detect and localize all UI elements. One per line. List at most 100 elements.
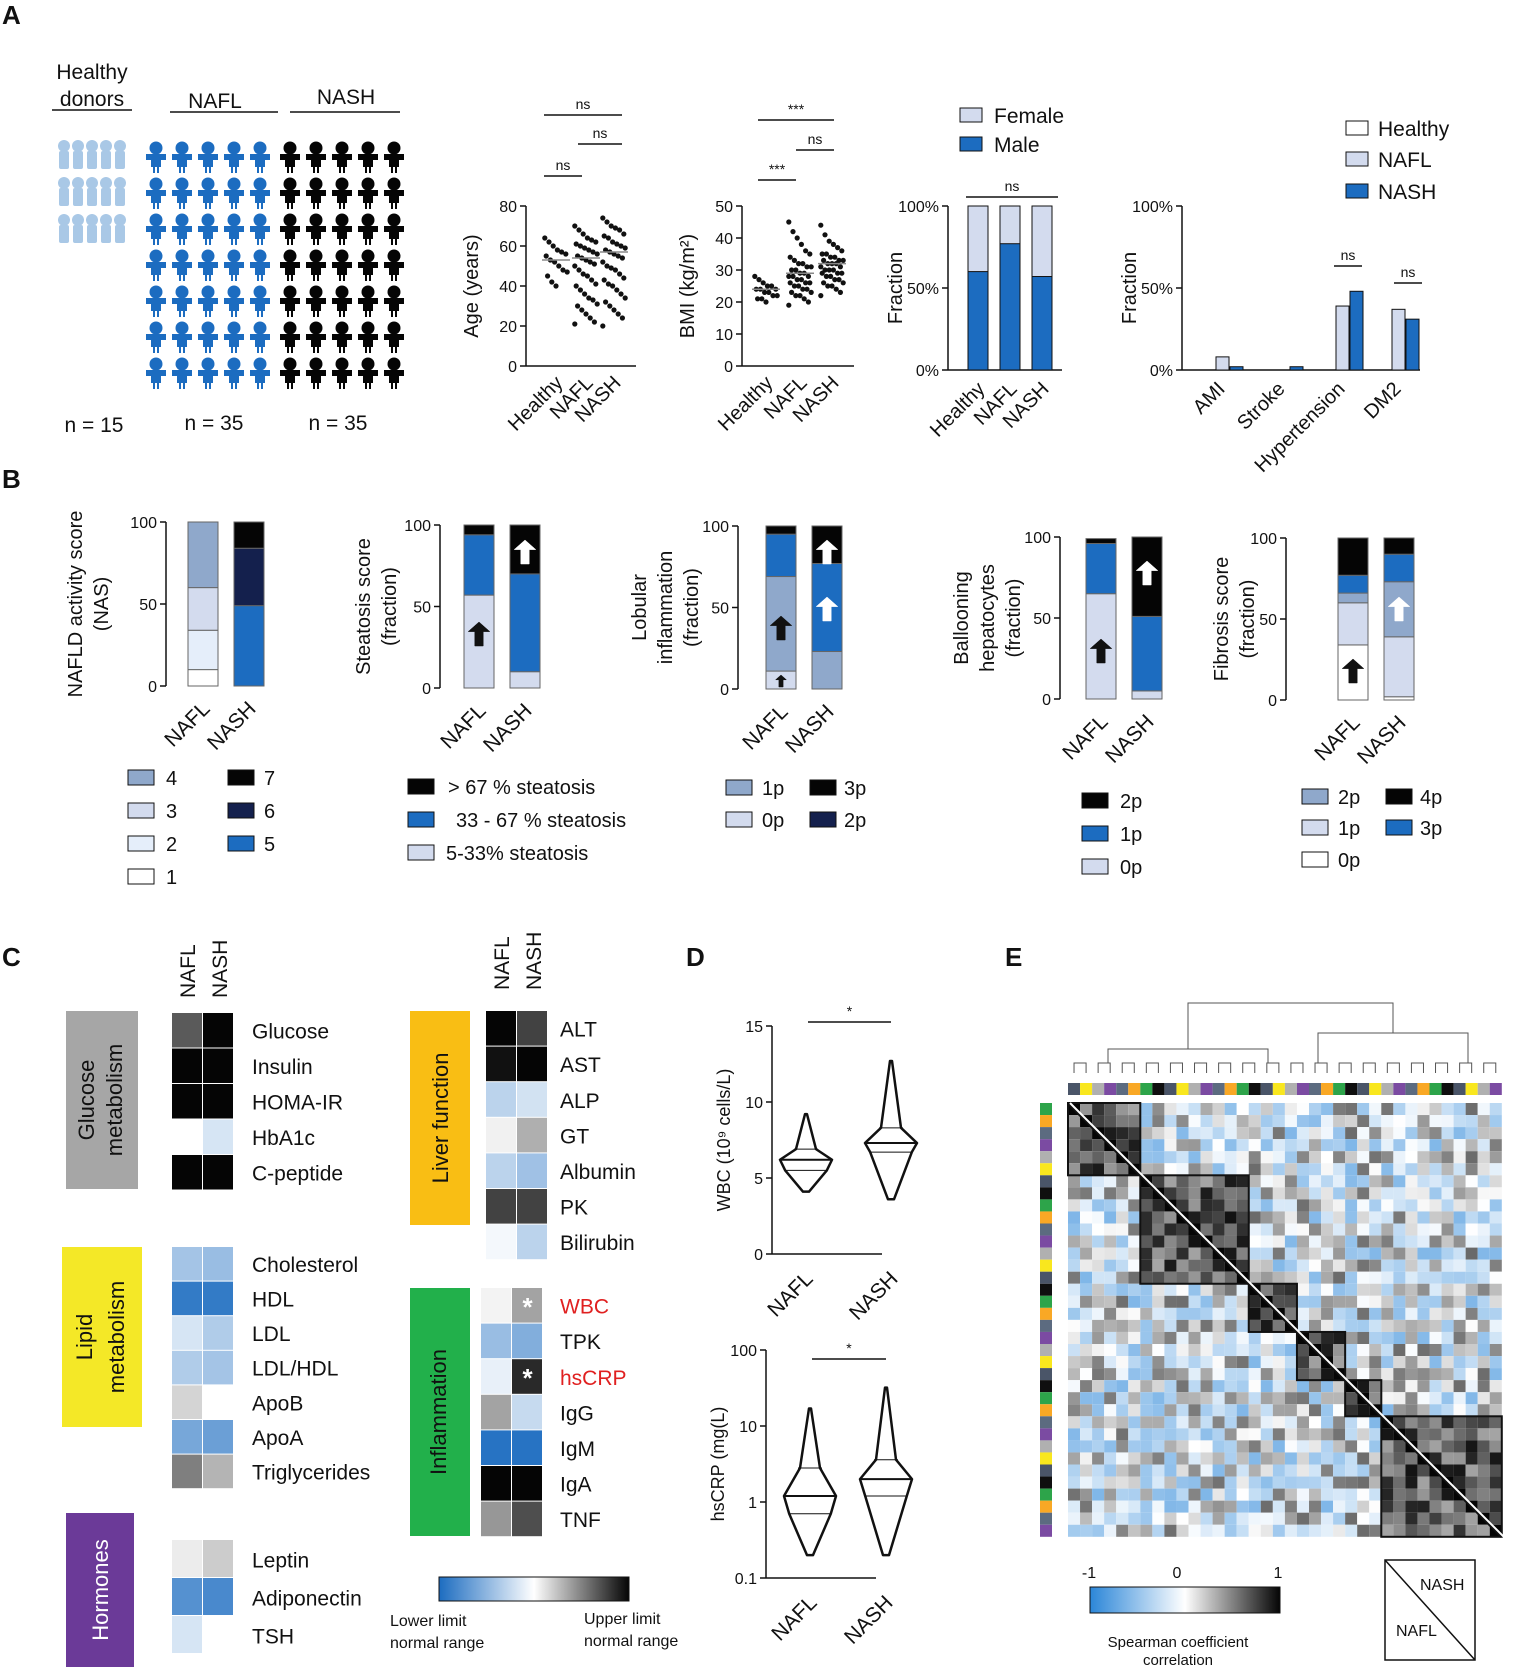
corr-cell: [1429, 1187, 1442, 1200]
nas-segment-5: [233, 605, 265, 687]
corr-cell: [1092, 1247, 1105, 1260]
legend-nash-swatch: [1345, 183, 1369, 199]
corr-cell: [1212, 1259, 1225, 1272]
corr-cell: [1140, 1380, 1153, 1393]
corr-cell: [1357, 1187, 1370, 1200]
legend-fib-3p-swatch: [1385, 819, 1413, 836]
corr-cell: [1200, 1151, 1213, 1164]
corr-cell: [1188, 1404, 1201, 1417]
nafl-patient-icon: [198, 213, 218, 245]
bmi-tick-label: 30: [715, 263, 733, 280]
corr-cell: [1080, 1247, 1093, 1260]
corr-category-strip-left: [1040, 1211, 1052, 1224]
corr-cell: [1309, 1103, 1322, 1116]
nafl-patient-icon: [172, 321, 192, 353]
steatosis-tick-label: 50: [413, 600, 431, 617]
person-head: [175, 249, 189, 263]
corr-cell: [1200, 1247, 1213, 1260]
legend-nas-5-swatch: [227, 835, 255, 852]
legend-bal-2p-swatch: [1081, 792, 1109, 809]
age-point: [582, 245, 588, 251]
corr-cell: [1321, 1524, 1334, 1537]
nas-tick-label: 50: [139, 597, 157, 614]
corr-cell: [1068, 1380, 1081, 1393]
corr-cell: [1405, 1331, 1418, 1344]
corr-cell: [1441, 1115, 1454, 1128]
corr-cell: [1104, 1368, 1117, 1381]
corr-cell: [1453, 1283, 1466, 1296]
corr-cell: [1140, 1428, 1153, 1441]
triangle-key-nafl: NAFL: [1396, 1623, 1437, 1640]
corr-cell: [1092, 1307, 1105, 1320]
corr-cell: [1104, 1199, 1117, 1212]
corr-category-strip-left: [1040, 1223, 1052, 1236]
corr-cell: [1140, 1368, 1153, 1381]
corr-cell: [1321, 1380, 1334, 1393]
corr-cell: [1212, 1404, 1225, 1417]
corr-cell: [1224, 1476, 1237, 1489]
corr-cell: [1092, 1392, 1105, 1405]
age-point: [607, 303, 613, 309]
corr-cell: [1128, 1440, 1141, 1453]
person-body: [280, 154, 300, 173]
legend-nas-3-swatch: [127, 802, 155, 819]
corr-cell: [1417, 1187, 1430, 1200]
age-point: [576, 227, 582, 233]
corr-cell: [1333, 1392, 1346, 1405]
corr-cell: [1453, 1404, 1466, 1417]
corr-cell: [1092, 1235, 1105, 1248]
corr-cell: [1212, 1151, 1225, 1164]
nash-patient-icon: [384, 177, 404, 209]
corr-cell: [1465, 1175, 1478, 1188]
corr-cell: [1068, 1223, 1081, 1236]
bmi-sig-label: ns: [808, 131, 823, 147]
nafl-patient-icon: [224, 177, 244, 209]
corr-cell: [1429, 1356, 1442, 1369]
legend-nash-label: NASH: [1378, 181, 1436, 204]
biomarker-label: IgG: [560, 1402, 594, 1425]
corr-cell: [1453, 1416, 1466, 1429]
bmi-point: [797, 293, 803, 299]
person-body: [146, 298, 166, 317]
sex-sig-label: ns: [1005, 178, 1020, 194]
person-body: [384, 154, 404, 173]
corr-cell: [1248, 1500, 1261, 1513]
corr-cell: [1248, 1175, 1261, 1188]
bmi-tick-label: 40: [715, 231, 733, 248]
corr-cell: [1357, 1380, 1370, 1393]
corr-cell: [1152, 1175, 1165, 1188]
corr-cell: [1176, 1259, 1189, 1272]
corr-cell: [1369, 1464, 1382, 1477]
corr-cell: [1248, 1103, 1261, 1116]
corr-cell: [1333, 1307, 1346, 1320]
corr-cell: [1068, 1500, 1081, 1513]
corr-cell: [1140, 1416, 1153, 1429]
corr-cell: [1441, 1187, 1454, 1200]
corr-cell: [1068, 1404, 1081, 1417]
corr-category-strip-left: [1040, 1452, 1052, 1465]
corr-cell: [1176, 1115, 1189, 1128]
corr-cell: [1176, 1199, 1189, 1212]
corr-cell: [1164, 1235, 1177, 1248]
person-head: [361, 249, 375, 263]
corr-cell: [1224, 1524, 1237, 1537]
heatmap-cell-ast: [486, 1046, 516, 1082]
triangle-key-nash: NASH: [1420, 1577, 1464, 1594]
corr-cell: [1068, 1512, 1081, 1525]
corr-cell: [1164, 1428, 1177, 1441]
corr-cell: [1128, 1235, 1141, 1248]
legend-fib-1p-swatch: [1301, 819, 1329, 836]
corr-cell: [1381, 1151, 1394, 1164]
person-head: [227, 285, 241, 299]
heatmap-cell-homair: [203, 1084, 233, 1119]
corr-category-strip-top: [1489, 1083, 1502, 1095]
corr-cell: [1309, 1139, 1322, 1152]
corr-cell: [1357, 1103, 1370, 1116]
corr-cell: [1333, 1211, 1346, 1224]
corr-cell: [1369, 1271, 1382, 1284]
ballooning-tick-label: 100: [1024, 530, 1051, 547]
corr-cell: [1164, 1331, 1177, 1344]
corr-cell: [1212, 1416, 1225, 1429]
corr-cell: [1212, 1464, 1225, 1477]
wbc-ylabel: WBC (10⁹ cells/L): [714, 1069, 734, 1212]
